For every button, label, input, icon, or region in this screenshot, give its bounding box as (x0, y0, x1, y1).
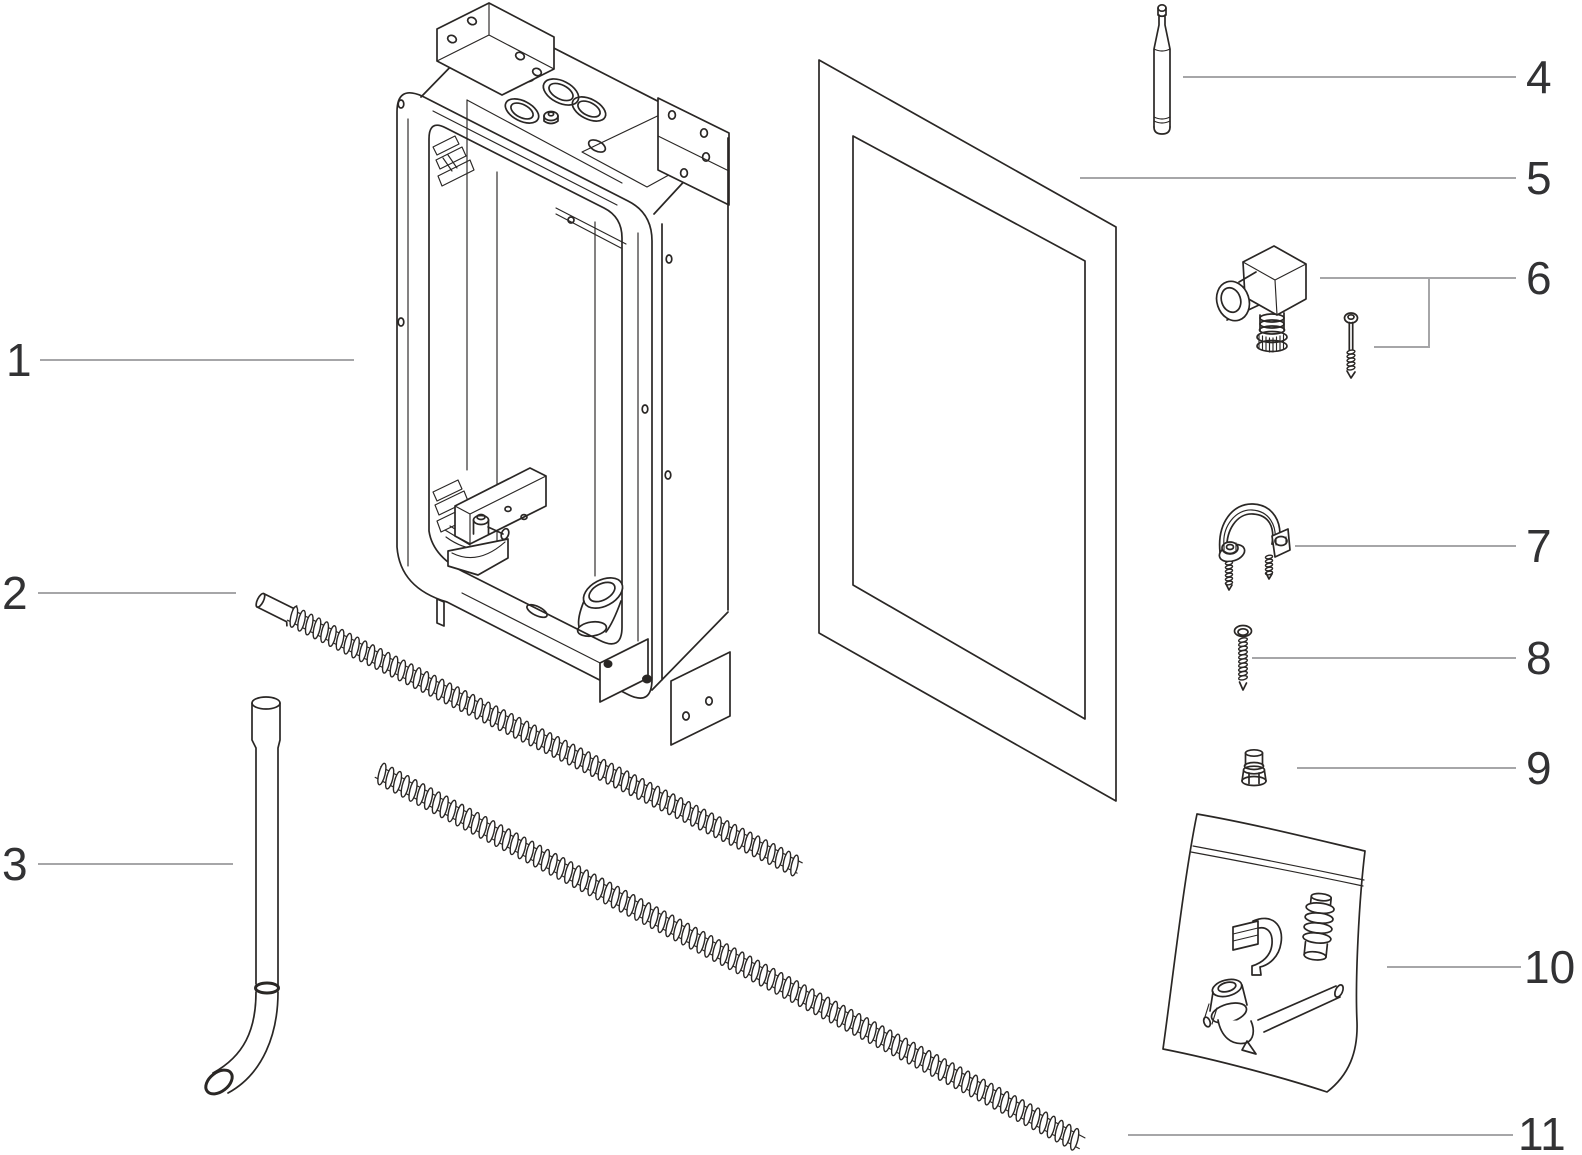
part-5-cover-panel-drawing (818, 59, 1117, 802)
callout-label-4: 4 (1526, 51, 1552, 103)
part-3-flush-pipe-drawing (204, 696, 281, 1096)
callout-label-1: 1 (6, 334, 32, 386)
leader-line-6-branch (1374, 279, 1430, 348)
callout-label-5: 5 (1526, 152, 1552, 204)
callout-label-2: 2 (2, 567, 28, 619)
callout-label-9: 9 (1526, 742, 1552, 794)
part-6-screw-drawing (1343, 312, 1359, 379)
leader-lines (38, 76, 1521, 1136)
part-4-pin-rod-drawing (1153, 3, 1171, 135)
part-6-elbow-fitting-drawing (1215, 245, 1307, 353)
callout-label-6: 6 (1526, 252, 1552, 304)
callout-label-10: 10 (1524, 941, 1575, 993)
part-7-pipe-clamp-drawing (1218, 503, 1291, 591)
part-2-corrugated-hose-drawing (255, 592, 803, 877)
callout-label-8: 8 (1526, 632, 1552, 684)
callout-label-11: 11 (1518, 1108, 1566, 1155)
callout-label-7: 7 (1526, 520, 1552, 572)
part-1-mounting-frame-drawing (396, 2, 731, 746)
part-9-hose-connector-drawing (1241, 748, 1267, 787)
part-10-fittings-bag-drawing (1162, 813, 1366, 1093)
callout-labels: 1 2 3 4 5 6 7 8 9 10 11 (2, 51, 1575, 1155)
callout-label-3: 3 (2, 838, 28, 890)
diagram-artwork (204, 2, 1366, 1151)
part-11-corrugated-hose-drawing (374, 762, 1086, 1151)
part-8-screw-drawing (1233, 624, 1253, 691)
